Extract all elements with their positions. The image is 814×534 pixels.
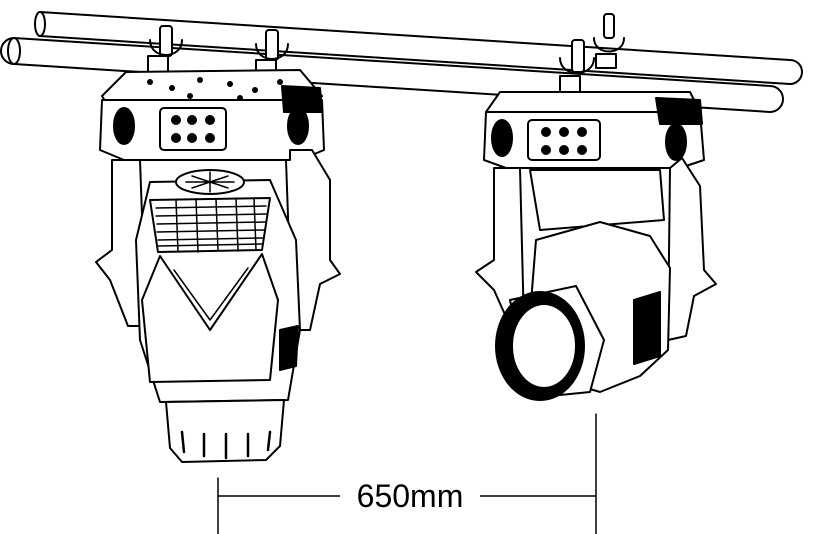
fixture-left [95,25,341,463]
yoke-arm-left [95,159,147,327]
clamp-left-1 [147,25,183,73]
handle-right [281,85,323,113]
yoke-arm-left-right [475,167,525,327]
lens-barrel [495,285,605,401]
lens-housing [165,399,285,463]
vent-grille [149,197,271,253]
dimension-label: 650mm [340,476,480,516]
connector-panel [159,107,227,151]
handle-right-2 [655,97,703,125]
connectors [171,115,215,143]
clamp-right-2 [593,13,625,69]
fixture-right [475,13,717,401]
connectors-right [541,127,587,155]
clamp-right-1 [559,39,595,93]
side-vent-right [633,291,661,365]
clamp-left-2 [255,29,289,77]
lens-ribs [180,430,272,460]
yoke-arm-right-right [667,157,717,341]
front-v-panel [141,253,279,383]
